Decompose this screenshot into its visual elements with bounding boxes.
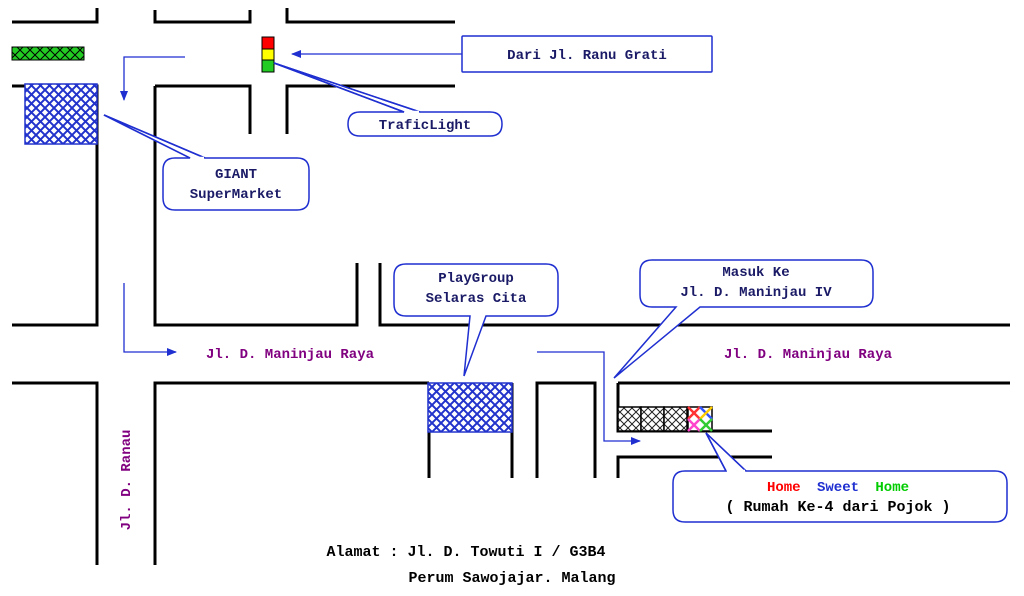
label-ranu-grati: Dari Jl. Ranu Grati xyxy=(507,48,667,64)
label-masuk-line2: Jl. D. Maninjau IV xyxy=(680,285,832,301)
playgroup-block xyxy=(427,382,513,433)
house-row xyxy=(617,406,713,432)
label-giant-line1: GIANT xyxy=(215,167,257,183)
label-masuk-line1: Masuk Ke xyxy=(722,265,789,281)
giant-supermarket-block xyxy=(24,83,98,145)
label-playgroup-line2: Selaras Cita xyxy=(426,291,527,307)
label-traffic-light: TraficLight xyxy=(379,118,471,134)
address-line-1: Alamat : Jl. D. Towuti I / G3B4 xyxy=(326,544,605,561)
callout-ranu-grati xyxy=(461,35,713,73)
route-arrows xyxy=(120,50,641,445)
callout-giant xyxy=(103,114,310,211)
home-word-1: Home xyxy=(767,480,801,496)
callout-playgroup xyxy=(393,263,559,377)
callout-traffic-light xyxy=(273,62,503,137)
label-playgroup-line1: PlayGroup xyxy=(438,271,514,287)
home-word-2: Sweet xyxy=(817,480,859,496)
callout-home xyxy=(672,432,1008,523)
label-street-vertical: Jl. D. Ranau xyxy=(119,430,135,531)
callout-masuk xyxy=(613,259,874,379)
label-street-main-right: Jl. D. Maninjau Raya xyxy=(724,347,893,363)
home-house xyxy=(687,406,713,432)
label-giant-line2: SuperMarket xyxy=(190,187,282,203)
label-street-main-left: Jl. D. Maninjau Raya xyxy=(206,347,375,363)
address-line-2: Perum Sawojajar. Malang xyxy=(408,570,615,587)
label-home-title: Home Sweet Home xyxy=(767,480,909,496)
label-home-note: ( Rumah Ke-4 dari Pojok ) xyxy=(725,499,950,516)
home-word-3: Home xyxy=(875,480,909,496)
green-strip-block xyxy=(11,46,85,61)
traffic-light-icon xyxy=(261,36,275,73)
